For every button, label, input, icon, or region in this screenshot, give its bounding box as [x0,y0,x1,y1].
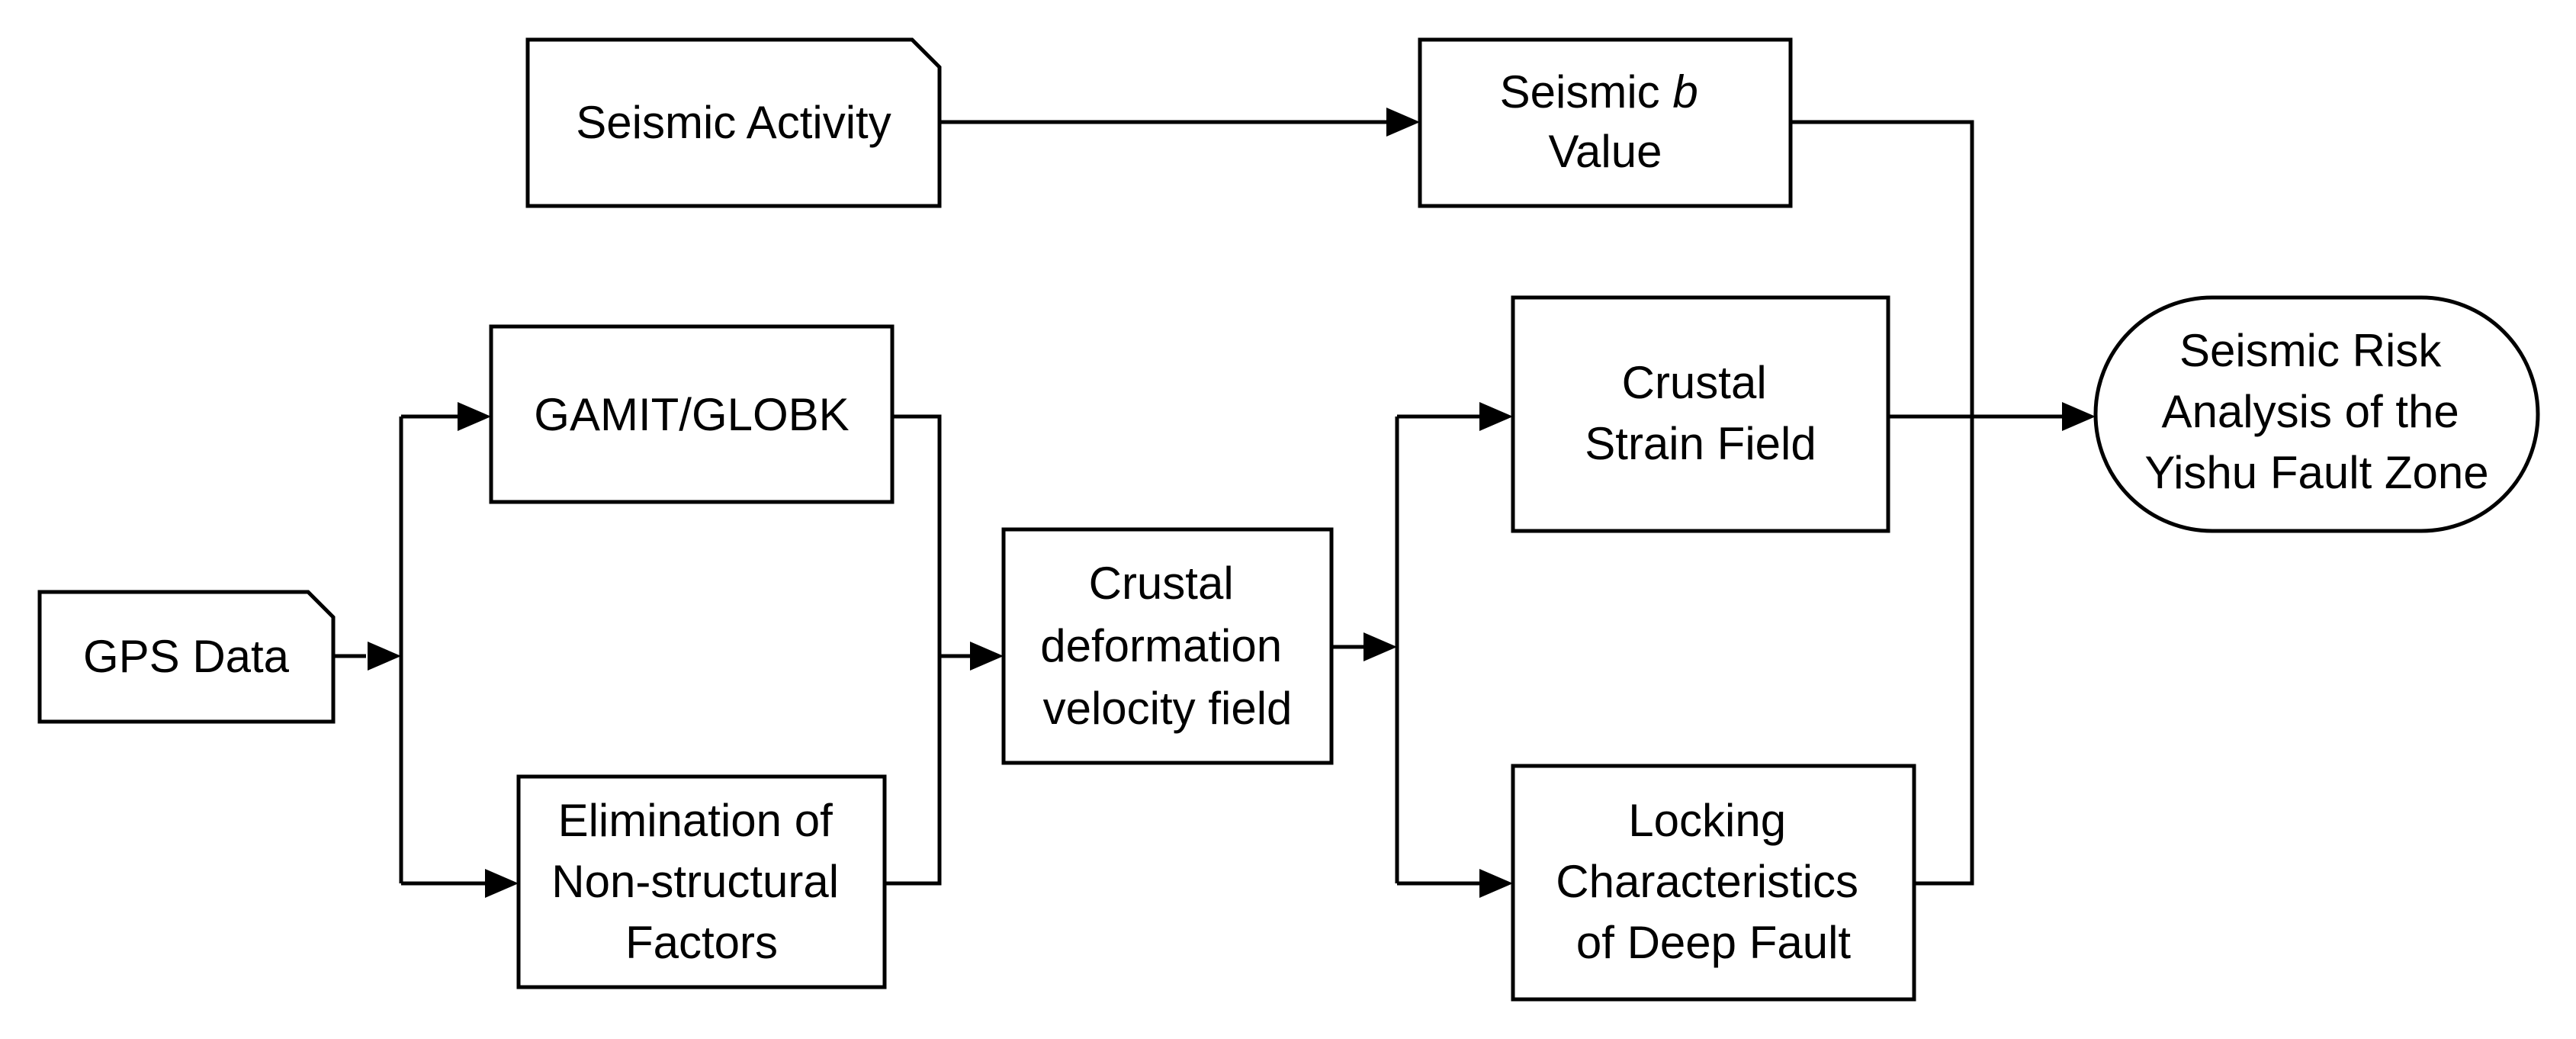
svg-text:Seismic Activity: Seismic Activity [576,97,891,148]
svg-text:GPS Data: GPS Data [83,631,290,682]
svg-text:Seismic Risk Analysis of: Seismic Risk Analysis of the Yishu Fault… [2144,325,2488,498]
svg-text:Locking Characteristics: Locking Characteristics of Deep Fault [1556,795,1871,968]
node-gamit-globk: GAMIT/GLOBK [489,324,895,504]
velocity-field-line-2: deformation [1040,620,1282,671]
risk-analysis-line-2: Analysis of the [2162,386,2459,437]
b-value-line-1: Seismic b [1500,66,1698,117]
velocity-field-line-3: velocity field [1043,683,1293,734]
arrowhead-risk [2062,402,2096,431]
arrowhead-velocity-branch [1363,632,1397,661]
elimination-line-2: Non-structural [551,856,839,907]
svg-text:Elimination of Non-struc: Elimination of Non-structural Factors [551,795,851,968]
arrowhead-bvalue [1386,108,1420,137]
arrowhead-gps-branch [368,642,401,671]
velocity-field-line-1: Crustal [1089,558,1234,609]
elimination-line-1: Elimination of [558,795,834,846]
node-velocity-field: Crustal deformation velocity field [1001,527,1334,765]
gamit-globk-line-1: GAMIT/GLOBK [534,389,849,440]
node-strain-field: Crustal Strain Field [1511,295,1890,533]
arrowhead-elimination [485,869,519,898]
svg-text:Crustal deformation: Crustal deformation velocity field [1040,558,1295,734]
connectors [333,108,2096,898]
arrowhead-strain [1479,402,1513,431]
svg-text:Crustal Strain Field: Crustal Strain Field [1585,357,1816,469]
seismic-activity-line-1: Seismic Activity [576,97,891,148]
arrowhead-locking [1479,869,1513,898]
arrowhead-gamit [458,402,491,431]
strain-field-line-2: Strain Field [1585,418,1816,469]
locking-line-3: of Deep Fault [1576,917,1852,968]
strain-field-line-1: Crustal [1622,357,1767,408]
node-seismic-b-value: Seismic b Value [1418,37,1793,208]
node-risk-analysis: Seismic Risk Analysis of the Yishu Fault… [2093,295,2540,533]
locking-line-2: Characteristics [1556,856,1858,907]
b-value-line-2: Value [1548,126,1662,177]
connector-gamit-to-merge [885,414,942,886]
risk-analysis-line-3: Yishu Fault Zone [2144,447,2488,498]
node-elimination: Elimination of Non-structural Factors [516,774,887,989]
b-value-italic-b: b [1672,66,1698,117]
connector-bvalue-to-trunk [1791,120,1974,886]
node-locking: Locking Characteristics of Deep Fault [1511,764,1916,1002]
node-seismic-activity: Seismic Activity [525,37,942,208]
risk-analysis-line-1: Seismic Risk [2179,325,2442,376]
gps-data-line-1: GPS Data [83,631,290,682]
arrowhead-velocity [970,642,1004,671]
svg-text:Seismic b Value: Seismic b Value [1500,66,1711,177]
locking-line-1: Locking [1628,795,1786,846]
node-gps-data: GPS Data [37,590,336,724]
elimination-line-3: Factors [625,917,778,968]
svg-text:GAMIT/GLOBK: GAMIT/GLOBK [534,389,849,440]
